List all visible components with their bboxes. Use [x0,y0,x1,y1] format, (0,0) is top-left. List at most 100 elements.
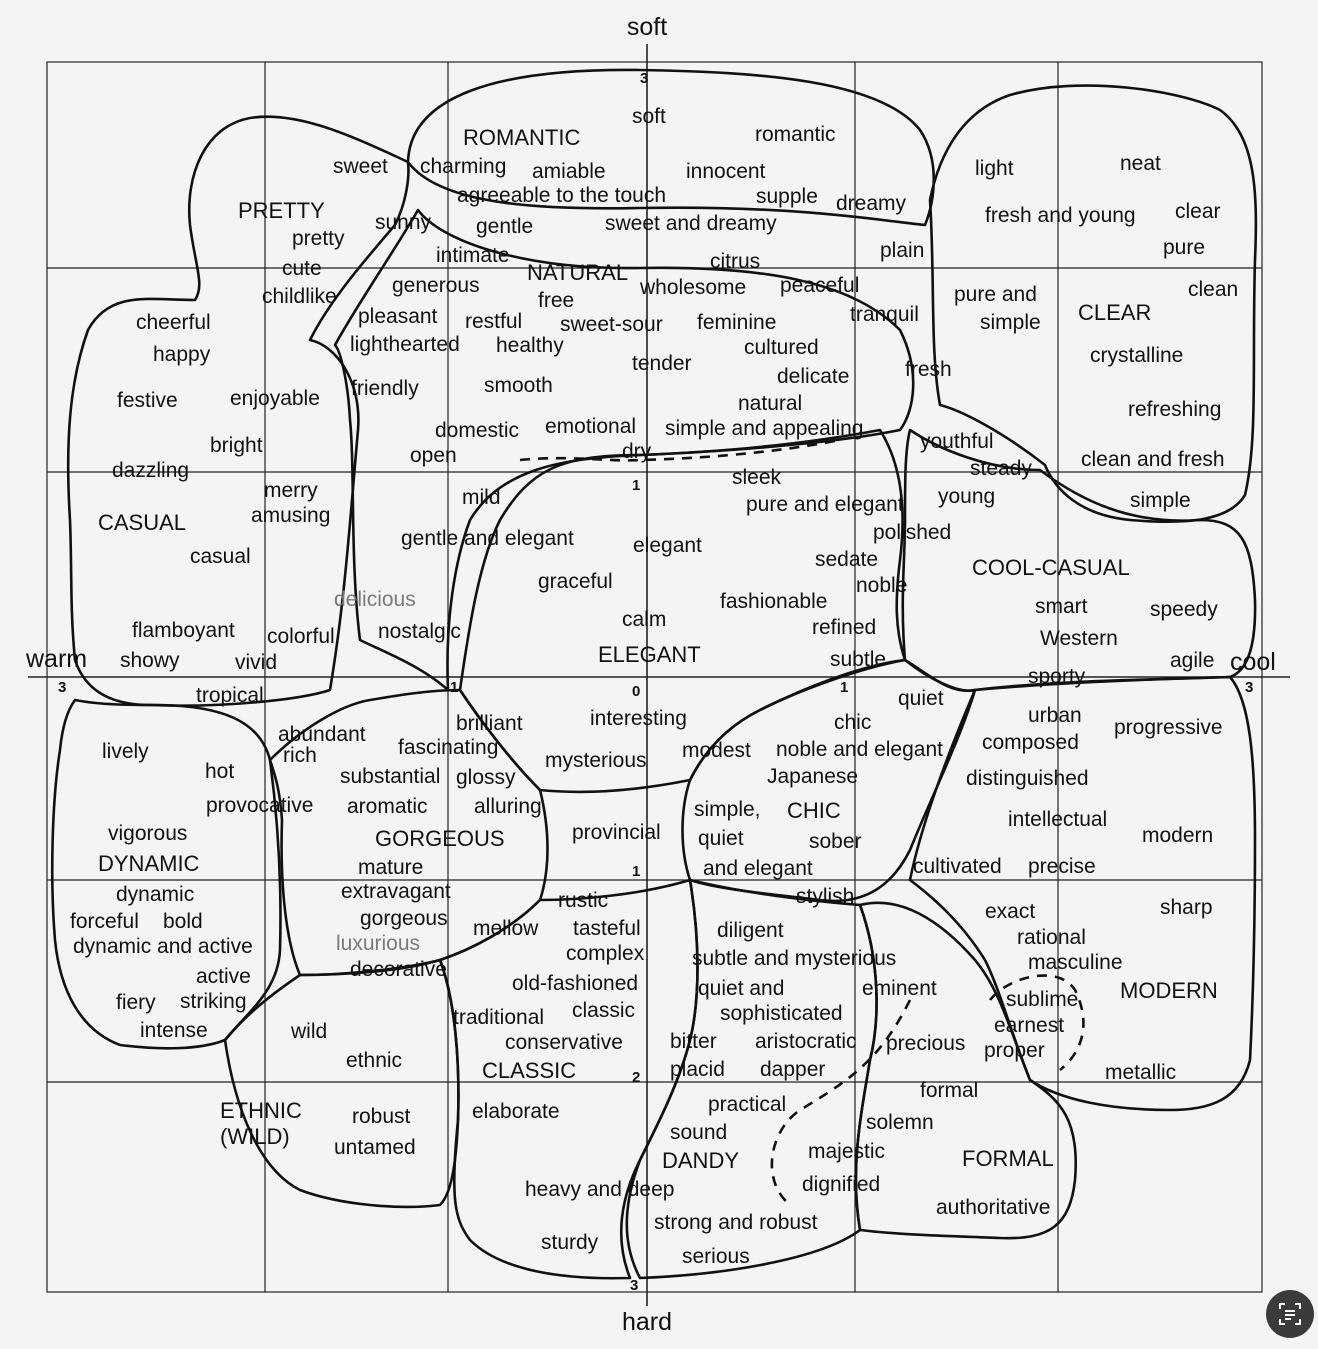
word-label: metallic [1105,1061,1176,1084]
word-label: solemn [866,1111,934,1134]
word-label: pure and [954,283,1037,306]
word-label: abundant [278,723,366,746]
word-label: refined [812,616,876,639]
word-label: untamed [334,1136,416,1159]
group-label: DYNAMIC [98,851,200,876]
word-label: gentle and elegant [401,527,574,550]
word-label: quiet [698,827,744,850]
word-label: ethnic [346,1049,402,1072]
word-label: provincial [572,821,661,844]
region-modern [908,675,1257,1112]
word-label: dynamic [116,883,194,906]
word-label: plain [880,239,924,262]
word-label: practical [708,1093,786,1116]
word-label: gentle [476,215,533,238]
word-label: luxurious [336,932,420,955]
word-label: decorative [350,958,447,981]
scan-text-button[interactable] [1266,1290,1314,1338]
word-label: sublime [1006,988,1078,1011]
word-label: delicious [334,588,416,611]
word-label: healthy [496,334,564,357]
word-label: steady [970,457,1032,480]
word-label: agile [1170,649,1214,672]
region-natural [333,208,915,692]
word-label: citrus [710,250,760,273]
word-label: aristocratic [755,1030,857,1053]
word-label: elegant [633,534,702,557]
word-label: progressive [1114,716,1223,739]
word-label: heavy and deep [525,1178,674,1201]
word-label: rich [283,744,317,767]
scan-text-icon [1279,1303,1301,1325]
word-label: forceful [70,910,139,933]
word-label: vigorous [108,822,187,845]
word-label: composed [982,731,1079,754]
region-romantic [406,68,935,227]
word-label: peaceful [780,274,859,297]
word-label: bitter [670,1030,717,1053]
word-label: glossy [456,766,516,789]
scale-label: 3 [630,1277,638,1294]
word-label: substantial [340,765,440,788]
word-label: clean and fresh [1081,448,1225,471]
word-label: dynamic and active [73,935,253,958]
word-label: mature [358,856,423,879]
word-label: soft [632,105,666,128]
word-label: supple [756,185,818,208]
word-label: serious [682,1245,750,1268]
word-label: diligent [717,919,784,942]
word-label: conservative [505,1031,623,1054]
group-label: ROMANTIC [463,125,580,150]
word-label: cheerful [136,311,211,334]
word-label: robust [352,1105,411,1128]
group-label: MODERN [1120,978,1218,1003]
word-label: quiet and [698,977,784,1000]
word-label: happy [153,343,211,366]
group-label: CHIC [787,798,841,823]
word-label: clean [1188,278,1238,301]
word-label: classic [572,999,635,1022]
word-label: fiery [116,991,156,1014]
word-label: subtle [830,648,886,671]
word-label: extravagant [341,880,451,903]
scale-label: 3 [640,70,648,87]
word-label: amiable [532,160,606,183]
word-label: merry [264,479,318,502]
word-label: sleek [732,466,782,489]
word-label: active [196,965,251,988]
word-label: cultivated [913,855,1002,878]
word-label: tranquil [850,303,919,326]
word-label: Japanese [767,765,858,788]
word-label: emotional [545,415,636,438]
word-label: pretty [292,227,345,250]
word-label: clear [1175,200,1221,223]
word-label: innocent [686,160,766,183]
word-label: smart [1035,595,1088,618]
word-label: modest [682,739,751,762]
axis-label-cool: cool [1230,648,1276,676]
word-label: provocative [206,794,313,817]
region-clear [928,84,1258,524]
region-ethnic [223,958,460,1209]
word-label: noble [856,574,907,597]
region-formal [854,901,1078,1240]
group-label: PRETTY [238,198,325,223]
word-label: dignified [802,1173,880,1196]
word-label: masculine [1028,951,1123,974]
axis-label-warm: warm [25,645,87,673]
word-label: wild [290,1020,327,1043]
word-label: subtle and mysterious [692,947,896,970]
word-label: wholesome [639,276,746,299]
group-label: ETHNIC [220,1098,302,1123]
word-label: tender [632,352,692,375]
word-label: mellow [473,917,539,940]
word-label: elaborate [472,1100,560,1123]
word-label: complex [566,942,645,965]
word-label: fascinating [398,736,498,759]
word-label: eminent [862,977,937,1000]
word-label: restful [465,310,522,333]
word-label: noble and elegant [776,738,943,761]
word-label: childlike [262,285,337,308]
word-label: sturdy [541,1231,599,1254]
